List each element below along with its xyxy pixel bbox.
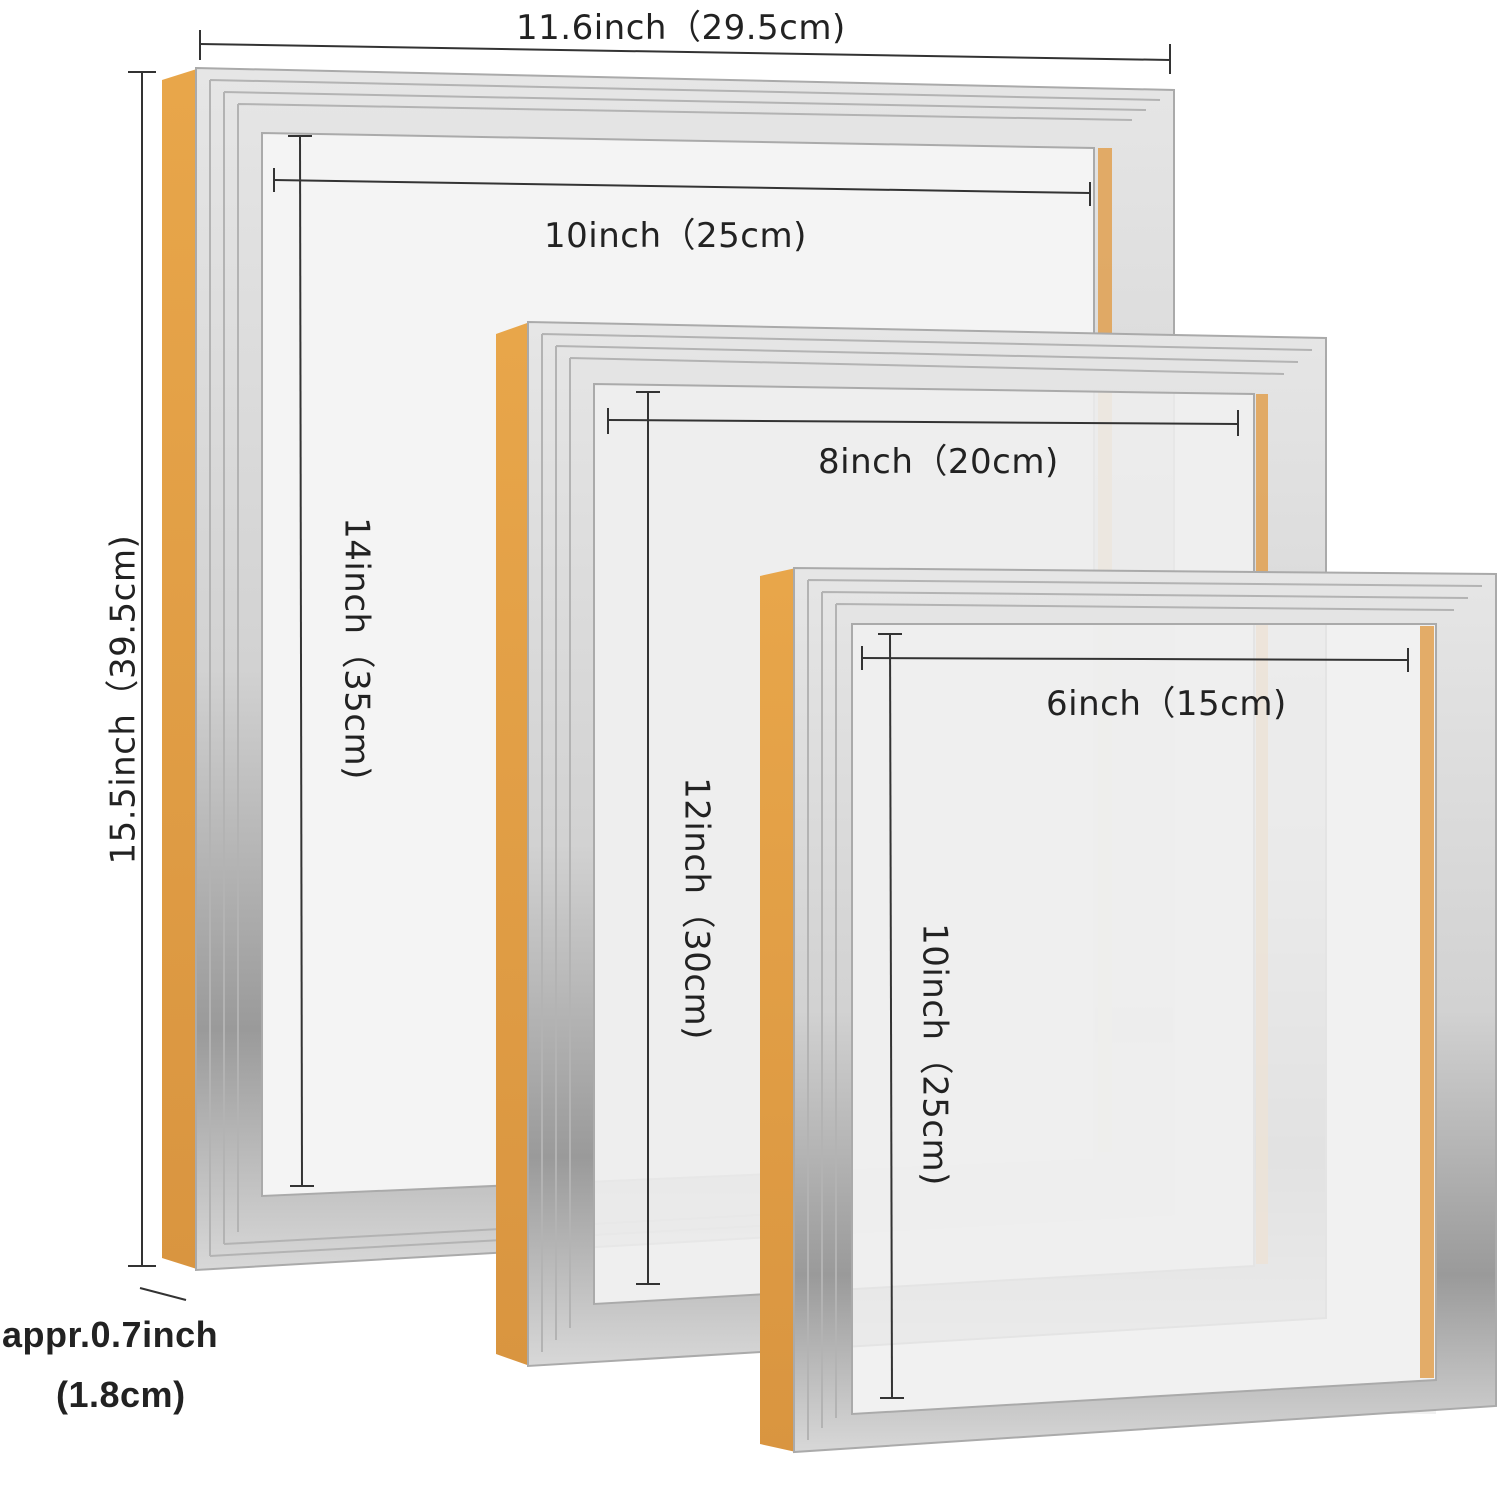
small-inner-height-line [889,633,893,1399]
small-frame-grooves [807,579,1483,1440]
thickness-label-line2: (1.8cm) [56,1374,186,1415]
large-outer-width-label: 11.6inch（29.5cm) [516,8,846,48]
dimension-lines [128,30,1409,1399]
large-outer-width-line [199,43,1171,61]
small-frame-edge [760,568,796,1452]
small-frame-right-edge [1420,626,1434,1378]
thickness-label-line1: appr.0.7inch [2,1314,219,1355]
large-frame-edge [162,68,200,1270]
large-outer-height-label: 15.5inch（39.5cm) [103,534,144,865]
small-frame-mesh [852,624,1436,1414]
large-inner-width-line [273,179,1091,194]
medium-inner-height-label: 12inch（30cm) [676,777,717,1040]
small-inner-height-label: 10inch（25cm) [914,923,955,1186]
small-frame [760,566,1497,1454]
large-inner-width-label: 10inch（25cm) [544,216,807,256]
medium-frame-edge [496,322,530,1366]
medium-inner-width-label: 8inch（20cm) [818,442,1059,482]
medium-inner-width-line [607,419,1239,425]
large-inner-height-line [299,135,303,1187]
small-inner-width-label: 6inch（15cm) [1046,684,1287,724]
medium-frame-grooves [541,333,1313,1352]
large-inner-height-label: 14inch（35cm) [336,517,377,780]
thickness-line [139,1287,187,1301]
small-inner-width-line [861,657,1409,661]
small-frame-profile [793,566,1497,1454]
